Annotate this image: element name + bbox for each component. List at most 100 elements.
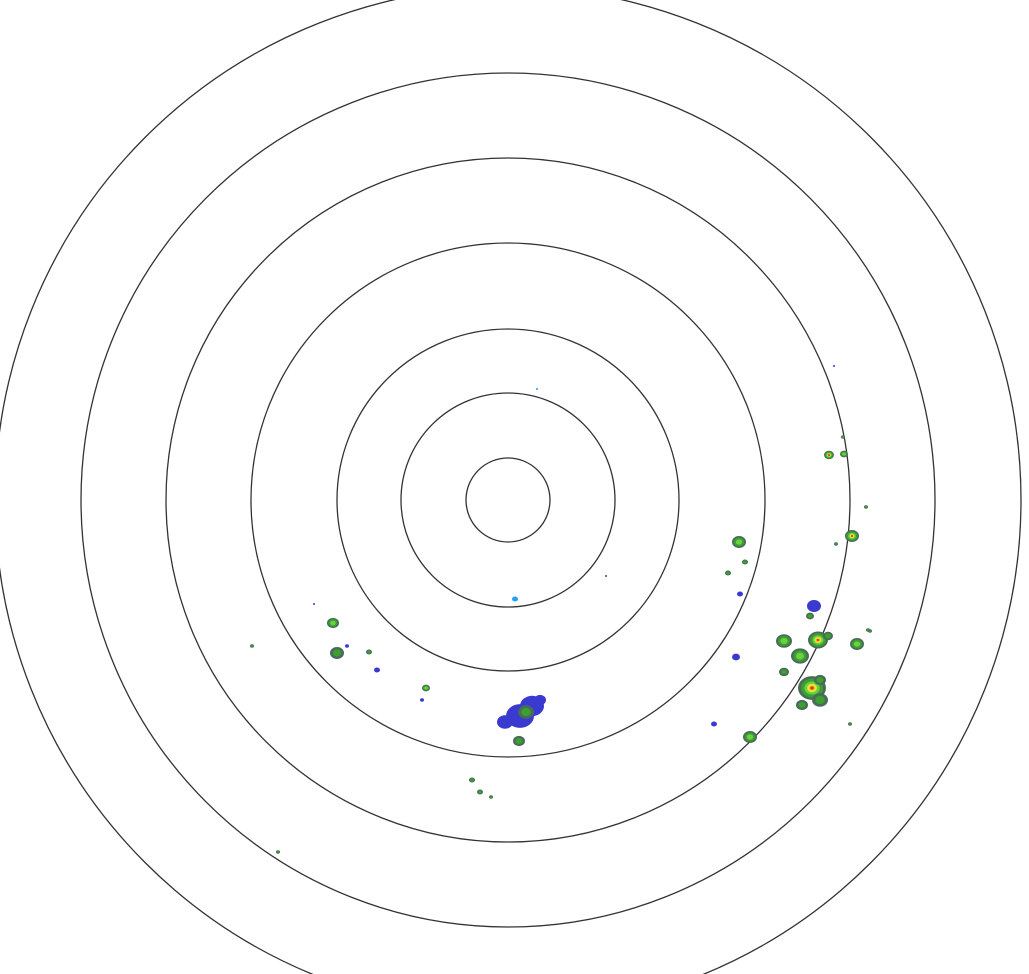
echo-cell bbox=[732, 536, 746, 548]
echo-core bbox=[828, 454, 830, 456]
echo-cell bbox=[742, 559, 748, 565]
echo-cell bbox=[330, 647, 344, 659]
echo-layer bbox=[795, 652, 805, 660]
echo-layer bbox=[515, 737, 523, 745]
echo-layer bbox=[815, 695, 825, 705]
echo-layer bbox=[798, 701, 806, 709]
echo-layer bbox=[853, 641, 861, 647]
echo-cell bbox=[497, 715, 513, 729]
echo-cell bbox=[823, 631, 833, 641]
echo-cell bbox=[864, 505, 868, 509]
echo-cell bbox=[840, 450, 848, 458]
echo-core bbox=[810, 686, 814, 690]
precipitation-echoes bbox=[250, 365, 872, 854]
echo-cell bbox=[422, 684, 430, 692]
echo-layer bbox=[816, 676, 824, 684]
echo-cell bbox=[796, 699, 808, 711]
echo-cell bbox=[866, 628, 870, 632]
echo-layer bbox=[313, 603, 315, 605]
range-ring-4 bbox=[250, 242, 766, 758]
echo-cell bbox=[469, 777, 475, 783]
echo-layer bbox=[250, 644, 254, 648]
echo-cell bbox=[737, 591, 743, 597]
echo-layer bbox=[735, 539, 743, 545]
echo-layer bbox=[332, 649, 342, 657]
echo-layer bbox=[781, 669, 787, 675]
echo-cell bbox=[513, 735, 525, 747]
range-ring-2 bbox=[400, 392, 616, 608]
echo-cell bbox=[313, 603, 315, 605]
echo-layer bbox=[732, 653, 740, 661]
range-ring-5 bbox=[165, 157, 851, 843]
echo-layer bbox=[807, 600, 821, 612]
echo-cell bbox=[534, 694, 546, 706]
echo-layer bbox=[536, 388, 538, 390]
echo-cell bbox=[711, 721, 717, 727]
echo-cell bbox=[276, 850, 280, 854]
echo-layer bbox=[521, 707, 531, 717]
echo-layer bbox=[345, 644, 349, 648]
echo-layer bbox=[367, 650, 371, 654]
echo-layer bbox=[470, 778, 474, 782]
echo-cell bbox=[808, 631, 828, 649]
echo-cell bbox=[848, 722, 852, 726]
echo-cell bbox=[345, 644, 349, 648]
echo-layer bbox=[497, 715, 513, 729]
echo-cell bbox=[250, 644, 254, 648]
echo-layer bbox=[534, 694, 546, 706]
echo-layer bbox=[726, 571, 730, 575]
range-ring-3 bbox=[336, 328, 680, 672]
echo-layer bbox=[842, 452, 846, 456]
echo-layer bbox=[825, 633, 831, 639]
echo-layer bbox=[330, 620, 336, 626]
echo-cell bbox=[824, 450, 834, 460]
range-ring-6 bbox=[80, 72, 936, 928]
echo-cell bbox=[776, 634, 792, 648]
echo-layer bbox=[374, 667, 380, 673]
echo-layer bbox=[711, 721, 717, 727]
echo-layer bbox=[420, 698, 424, 702]
echo-layer bbox=[866, 628, 870, 632]
echo-cell bbox=[779, 667, 789, 677]
echo-layer bbox=[478, 790, 482, 794]
echo-core bbox=[851, 535, 853, 537]
echo-cell bbox=[477, 789, 483, 795]
echo-layer bbox=[743, 560, 747, 564]
echo-cell bbox=[732, 653, 740, 661]
echo-layer bbox=[424, 686, 428, 690]
echo-cell bbox=[605, 575, 607, 577]
echo-cell bbox=[743, 731, 757, 743]
echo-cell bbox=[420, 698, 424, 702]
echo-layer bbox=[841, 435, 845, 439]
echo-cell bbox=[374, 667, 380, 673]
echo-layer bbox=[864, 505, 868, 509]
echo-core bbox=[817, 639, 819, 641]
echo-cell bbox=[518, 705, 534, 719]
echo-cell bbox=[536, 388, 538, 390]
echo-cell bbox=[841, 435, 845, 439]
echo-cell bbox=[806, 612, 814, 620]
echo-cell bbox=[512, 596, 518, 602]
echo-cell bbox=[327, 617, 339, 629]
echo-layer bbox=[605, 575, 607, 577]
echo-cell bbox=[812, 693, 828, 707]
echo-layer bbox=[833, 365, 835, 367]
echo-layer bbox=[276, 850, 280, 854]
echo-cell bbox=[807, 600, 821, 612]
echo-cell bbox=[834, 542, 838, 546]
echo-cell bbox=[791, 648, 809, 664]
echo-layer bbox=[512, 596, 518, 602]
echo-layer bbox=[746, 734, 754, 740]
echo-cell bbox=[366, 649, 372, 655]
echo-layer bbox=[737, 591, 743, 597]
echo-layer bbox=[807, 613, 813, 619]
echo-cell bbox=[489, 795, 493, 799]
echo-cell bbox=[814, 674, 826, 686]
range-ring-1 bbox=[465, 457, 551, 543]
echo-layer bbox=[848, 722, 852, 726]
echo-layer bbox=[834, 542, 838, 546]
echo-cell bbox=[833, 365, 835, 367]
echo-cell bbox=[845, 530, 859, 542]
